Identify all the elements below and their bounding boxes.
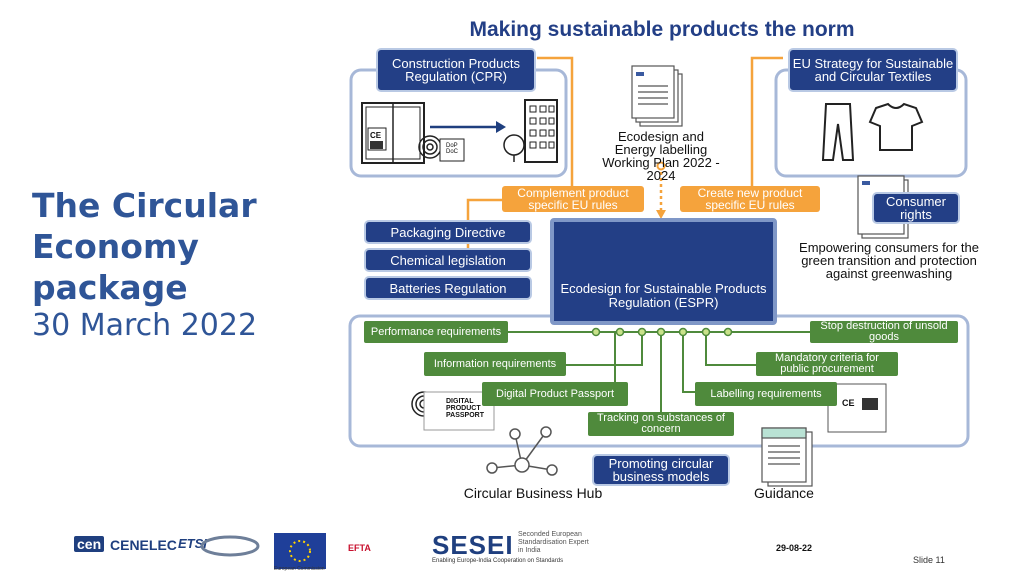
diagram-title: Making sustainable products the norm bbox=[469, 18, 855, 41]
cen-logo: cen bbox=[74, 536, 105, 552]
etsi-logo: ETSI bbox=[178, 536, 207, 551]
textiles-box: EU Strategy for Sustainable and Circular… bbox=[788, 48, 958, 92]
arrow-right-icon bbox=[496, 121, 506, 133]
information-box: Information requirements bbox=[424, 352, 566, 376]
empowering-label: Empowering consumers for the green trans… bbox=[799, 240, 979, 281]
guidance-label: Guidance bbox=[754, 485, 814, 501]
tracking-box: Tracking on substances of concern bbox=[588, 412, 734, 436]
connector-dots bbox=[591, 327, 733, 337]
guidance-document-icon bbox=[761, 427, 813, 487]
espr-box: Ecodesign for Sustainable Products Regul… bbox=[550, 218, 777, 325]
window-building-icon bbox=[361, 102, 465, 164]
cenelec-logo: CENELEC bbox=[110, 537, 177, 553]
working-plan-document-icon bbox=[631, 65, 683, 127]
trousers-icon bbox=[821, 103, 855, 161]
down-arrow-icon bbox=[656, 210, 666, 219]
eu-flag-icon bbox=[274, 533, 326, 569]
hub-label: Circular Business Hub bbox=[463, 485, 603, 501]
sesei-description: Seconded European Standardisation Expert… bbox=[518, 531, 589, 554]
efta-logo: EFTA bbox=[348, 543, 371, 553]
create-box: Create new product specific EU rules bbox=[680, 186, 820, 212]
tshirt-icon bbox=[868, 102, 924, 151]
sesei-tagline: Enabling Europe-India Cooperation on Sta… bbox=[432, 558, 564, 564]
title-line-3: package bbox=[32, 268, 188, 307]
ce-mark-cpr: CE bbox=[370, 131, 382, 140]
labelling-box: Labelling requirements bbox=[695, 382, 837, 406]
office-building-icon bbox=[503, 99, 558, 163]
complement-box: Complement product specific EU rules bbox=[502, 186, 644, 212]
mandatory-box: Mandatory criteria for public procuremen… bbox=[756, 352, 898, 376]
dpp-icon-label: DIGITAL PRODUCT PASSPORT bbox=[446, 398, 484, 419]
eu-commission-label: European Commission bbox=[274, 566, 325, 572]
consumer-rights-box: Consumer rights bbox=[872, 192, 960, 224]
sesei-logo: SESEI bbox=[432, 530, 514, 560]
ce-mark-label: CE bbox=[842, 398, 855, 408]
chemical-box: Chemical legislation bbox=[364, 248, 532, 272]
stop-destruction-box: Stop destruction of unsold goods bbox=[810, 321, 958, 343]
slide-title: The Circular Economy package bbox=[32, 185, 332, 308]
working-plan-label: Ecodesign and Energy labelling Working P… bbox=[602, 129, 720, 183]
dpp-box: Digital Product Passport bbox=[482, 382, 628, 406]
qr-code-icon bbox=[862, 398, 878, 410]
title-line-2: Economy bbox=[32, 227, 199, 266]
footer-date: 29-08-22 bbox=[776, 543, 813, 553]
working-plan-node bbox=[656, 161, 666, 171]
batteries-box: Batteries Regulation bbox=[364, 276, 532, 300]
slide-number: Slide 11 bbox=[913, 555, 945, 565]
espr-label: Ecodesign for Sustainable Products Regul… bbox=[560, 281, 767, 310]
green-connectors bbox=[508, 331, 810, 416]
title-line-1: The Circular bbox=[32, 186, 257, 225]
packaging-box: Packaging Directive bbox=[364, 220, 532, 244]
performance-box: Performance requirements bbox=[364, 321, 508, 343]
slide-date: 30 March 2022 bbox=[32, 308, 258, 343]
promoting-box: Promoting circular business models bbox=[592, 454, 730, 486]
cpr-box: Construction Products Regulation (CPR) bbox=[376, 48, 536, 92]
network-hub-icon bbox=[486, 426, 558, 476]
etsi-swoosh-icon bbox=[200, 535, 260, 557]
dop-label: DoP DoC bbox=[446, 143, 459, 155]
